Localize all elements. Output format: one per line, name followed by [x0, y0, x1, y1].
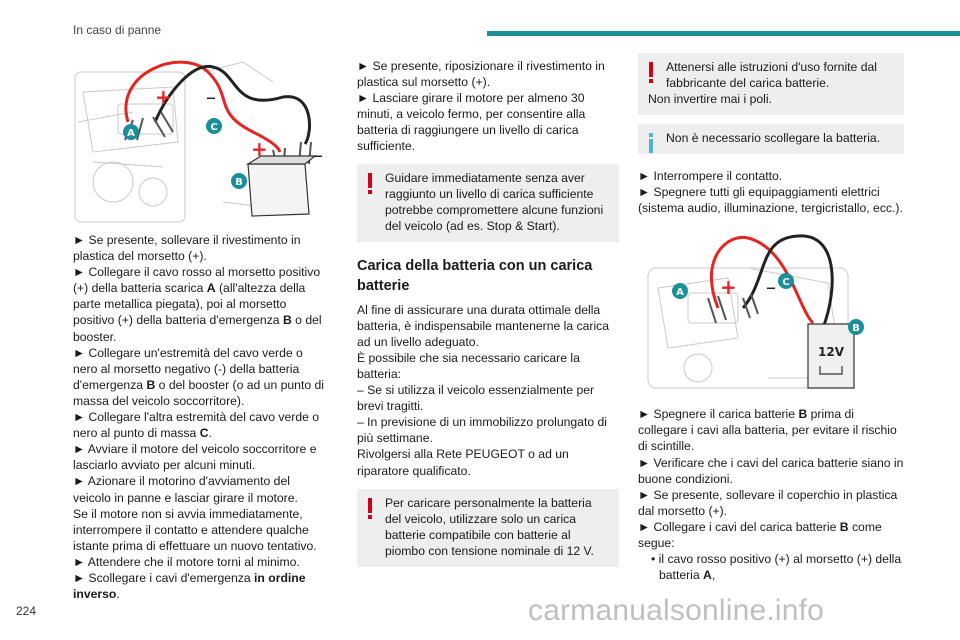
fig2-badge-a [672, 283, 688, 300]
warning-icon [368, 497, 372, 519]
column-3: Attenersi alle istruzioni d'uso fornite … [638, 53, 904, 583]
col3-step-switch-off-charger: ► Spegnere il carica batterie B prima di… [638, 407, 897, 454]
warning-icon [649, 62, 653, 83]
column-1: + – + – A C B ► Se presente, sollevare i… [73, 52, 325, 602]
col3-substep-red-cable: • il cavo rosso positivo (+) al morsetto… [651, 552, 902, 583]
charger-illustration: + – A C B 12V [647, 234, 864, 389]
jump-start-illustration: + – + – A C B [74, 60, 323, 223]
fig2-badge-c-label: C [782, 277, 789, 288]
col1-retry-text: Se il motore non si avvia immediatamente… [73, 506, 317, 553]
col1-step-start-disabled: ► Azionare il motorino d'avviamento del … [73, 474, 298, 505]
col3-step-connect-cables: ► Collegare i cavi del carica batterie B… [638, 519, 882, 551]
watermark-text: carmanualsonline.info [528, 594, 825, 627]
col2-warning-note-2: Per caricare personalmente la batteria d… [357, 488, 619, 567]
col2-warning-text: Guidare immediatamente senza aver raggiu… [385, 170, 604, 233]
col3-warning-note: Attenersi alle istruzioni d'uso fornite … [638, 53, 904, 115]
col2-warning-text-2: Per caricare personalmente la batteria d… [385, 495, 594, 558]
col2-warning-note: Guidare immediatamente senza aver raggiu… [357, 163, 619, 242]
col3-info-text: Non è necessario scollegare la batteria. [666, 131, 881, 145]
col1-step-lift-cover: ► Se presente, sollevare il rivestimento… [73, 233, 301, 264]
fig2-badge-a-label: A [676, 287, 684, 298]
fig2-plus: + [720, 275, 737, 299]
info-icon [649, 133, 653, 153]
col3-info-note: Non è necessario scollegare la batteria. [638, 124, 904, 154]
fig1-plus-2: + [251, 137, 268, 161]
col2-contact-dealer: Rivolgersi alla Rete PEUGEOT o ad un rip… [357, 447, 569, 478]
col1-step-disconnect: ► Scollegare i cavi d'emergenza in ordin… [73, 570, 306, 602]
fig1-minus-2: – [313, 143, 323, 167]
page-number: 224 [16, 604, 37, 618]
col1-step-ground: ► Collegare l'altra estremità del cavo v… [73, 410, 320, 441]
fig2-minus: – [766, 275, 776, 299]
fig1-badge-c-label: C [210, 122, 217, 133]
header-title: In caso di panne [73, 23, 162, 37]
fig1-badge-b [231, 173, 247, 189]
col3-step-check-cables: ► Verificare che i cavi del carica batte… [638, 455, 904, 486]
col2-step-run-engine: ► Lasciare girare il motore per almeno 3… [357, 91, 586, 154]
col1-step-red-cable: ► Collegare il cavo rosso al morsetto po… [73, 265, 322, 344]
col3-step-lift-cover: ► Se presente, sollevare il coperchio in… [638, 487, 898, 518]
fig2-badge-c [778, 273, 794, 290]
fig2-voltage-label: 12V [818, 345, 845, 359]
fig1-badge-a [123, 124, 139, 140]
fig1-minus-1: – [206, 85, 216, 109]
col3-warning-text-b: Non invertire mai i poli. [648, 92, 772, 106]
col1-step-start-helper: ► Avviare il motore del veicolo soccorri… [73, 442, 317, 473]
header-accent-bar [487, 31, 960, 36]
fig1-badge-a-label: A [127, 128, 135, 139]
fig2-badge-b [848, 319, 864, 336]
col3-warning-text: Attenersi alle istruzioni d'uso fornite … [666, 60, 877, 90]
col3-step-ignition-off: ► Interrompere il contatto. [638, 169, 783, 183]
col1-step-idle: ► Attendere che il motore torni al minim… [73, 554, 300, 569]
fig2-badge-b-label: B [852, 323, 860, 334]
col2-case-immobilized: – In previsione di un immobilizzo prolun… [357, 415, 607, 446]
fig1-plus-1: + [155, 85, 172, 109]
fig1-badge-c [206, 118, 222, 134]
section-heading-charger: Carica della batteria con un carica batt… [357, 257, 593, 294]
col2-charge-needed: È possibile che sia necessario caricare … [357, 350, 580, 381]
warning-icon [368, 172, 372, 194]
col2-case-short-trips: – Se si utilizza il veicolo essenzialmen… [357, 383, 595, 414]
col3-step-equipment-off: ► Spegnere tutti gli equipaggiamenti ele… [638, 185, 903, 216]
fig1-badge-b-label: B [235, 177, 243, 188]
column-2: ► Se presente, riposizionare il rivestim… [357, 58, 619, 567]
col2-step-refit-cover: ► Se presente, riposizionare il rivestim… [357, 59, 605, 90]
col1-step-black-cable: ► Collegare un'estremità del cavo verde … [73, 345, 324, 408]
col2-intro-text: Al fine di assicurare una durata ottimal… [357, 302, 610, 349]
